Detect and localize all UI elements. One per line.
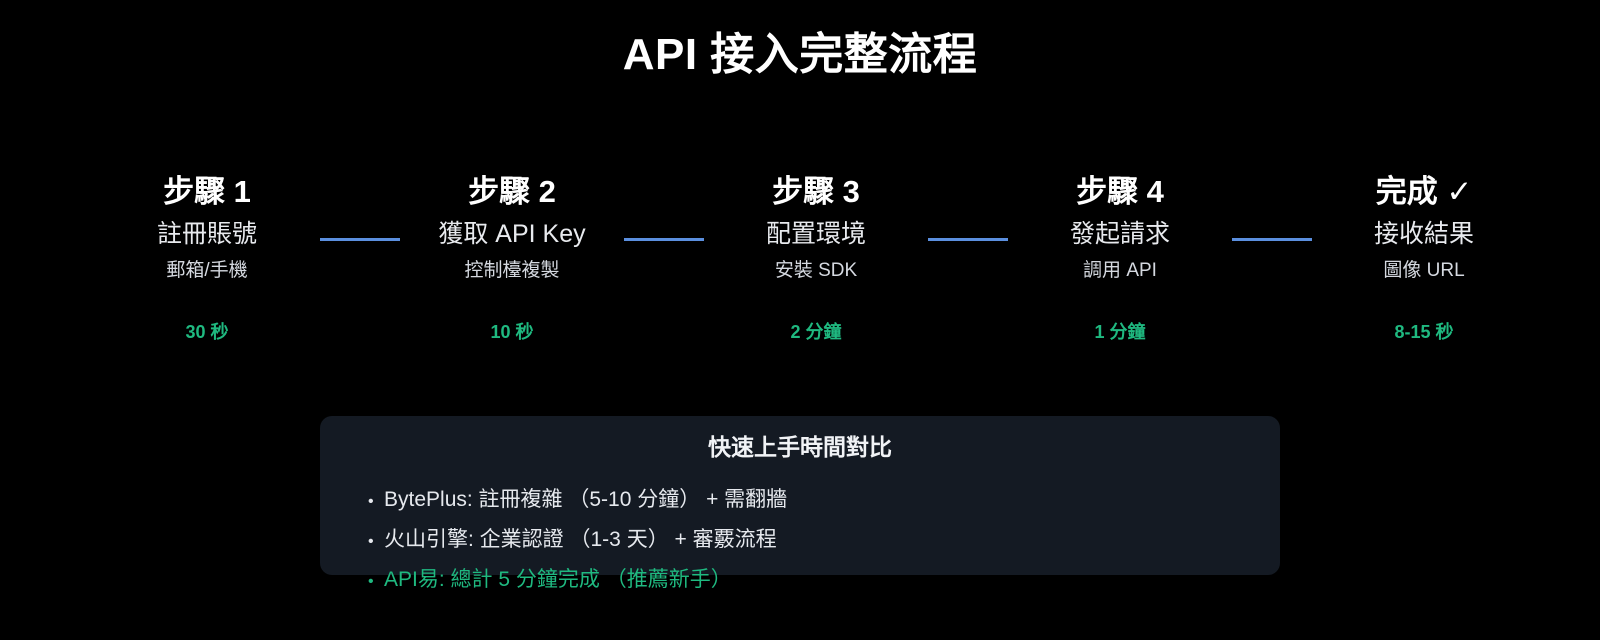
comparison-item-text: BytePlus: 註冊複雜 （5-10 分鐘） + 需翻牆: [384, 488, 788, 511]
step-label: 步驟 1: [163, 174, 251, 209]
step-name: 配置環境: [765, 220, 866, 248]
step-label: 步驟 2: [468, 174, 556, 209]
comparison-item-text: API易: 總計 5 分鐘完成 （推薦新手）: [384, 568, 732, 591]
step-description: 圖像 URL: [1383, 260, 1465, 281]
step-name: 發起請求: [1069, 220, 1170, 248]
bullet-icon: •: [368, 493, 374, 510]
connector-line: [1232, 238, 1312, 241]
step-label: 完成 ✓: [1375, 174, 1473, 209]
comparison-item-text: 火山引擎: 企業認證 （1-3 天） + 審覈流程: [384, 528, 777, 551]
comparison-title: 快速上手時間對比: [708, 434, 892, 460]
step-time: 2 分鐘: [790, 322, 842, 342]
step-4: 步驟 4 發起請求 調用 API 1 分鐘: [1000, 172, 1240, 344]
step-name: 接收結果: [1373, 220, 1474, 248]
step-description: 控制檯複製: [464, 260, 560, 281]
step-description: 調用 API: [1083, 260, 1157, 281]
step-name: 獲取 API Key: [438, 220, 586, 248]
step-description: 郵箱/手機: [166, 260, 248, 281]
step-time: 1 分鐘: [1094, 322, 1146, 342]
step-2: 步驟 2 獲取 API Key 控制檯複製 10 秒: [392, 172, 632, 344]
step-time: 30 秒: [185, 322, 229, 342]
page-title: API 接入完整流程: [622, 30, 978, 79]
comparison-item-apiyi: • API易: 總計 5 分鐘完成 （推薦新手）: [368, 560, 787, 600]
connector-line: [320, 238, 400, 241]
step-1: 步驟 1 註冊賬號 郵箱/手機 30 秒: [87, 172, 327, 344]
bullet-icon: •: [368, 533, 374, 550]
step-description: 安裝 SDK: [774, 260, 858, 281]
comparison-item-byteplus: • BytePlus: 註冊複雜 （5-10 分鐘） + 需翻牆: [368, 480, 787, 520]
step-time: 10 秒: [490, 322, 534, 342]
step-time: 8-15 秒: [1394, 322, 1454, 342]
step-3: 步驟 3 配置環境 安裝 SDK 2 分鐘: [696, 172, 936, 344]
bullet-icon: •: [368, 573, 374, 590]
comparison-item-volcengine: • 火山引擎: 企業認證 （1-3 天） + 審覈流程: [368, 520, 787, 560]
comparison-list: • BytePlus: 註冊複雜 （5-10 分鐘） + 需翻牆 • 火山引擎: 企…: [368, 480, 787, 600]
step-name: 註冊賬號: [156, 220, 257, 248]
connector-line: [928, 238, 1008, 241]
comparison-panel: [320, 416, 1280, 575]
step-complete: 完成 ✓ 接收結果 圖像 URL 8-15 秒: [1304, 172, 1544, 344]
connector-line: [624, 238, 704, 241]
process-steps: 步驟 1 註冊賬號 郵箱/手機 30 秒 步驟 2 獲取 API Key 控制檯…: [0, 172, 1600, 372]
step-label: 步驟 3: [772, 174, 860, 209]
step-label: 步驟 4: [1076, 174, 1164, 209]
